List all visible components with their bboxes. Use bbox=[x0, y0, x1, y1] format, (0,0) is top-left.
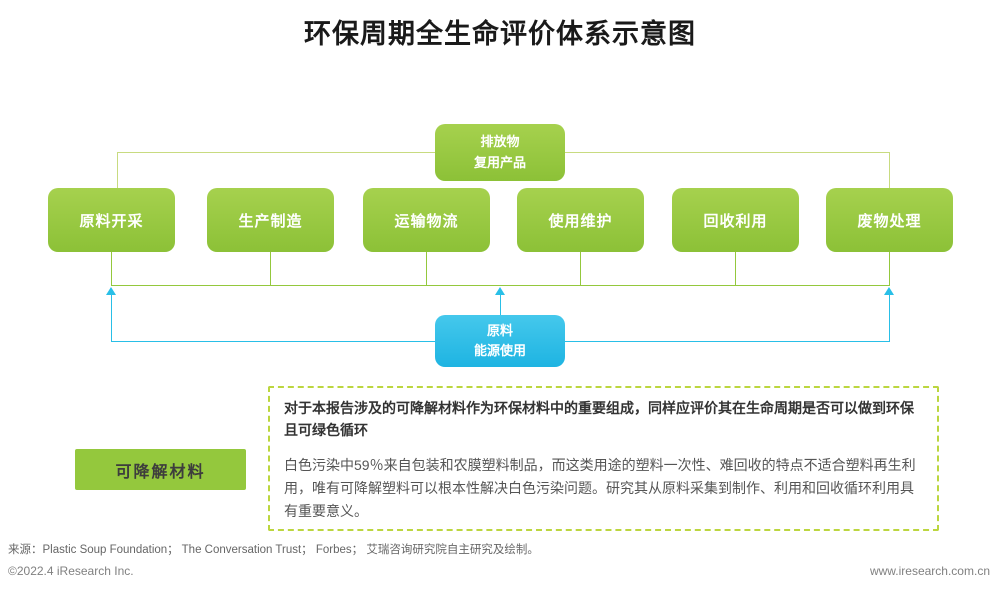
page-title: 环保周期全生命评价体系示意图 bbox=[304, 19, 696, 49]
stage-box-raw-material-extraction: 原料开采 bbox=[48, 188, 175, 252]
emissions-box-line2: 复用产品 bbox=[473, 154, 526, 170]
stage-box-use-maintenance: 使用维护 bbox=[517, 188, 644, 252]
up-arrow-icon bbox=[495, 287, 505, 295]
cyan-right-vertical bbox=[889, 295, 890, 341]
stage-box-transport-logistics: 运输物流 bbox=[363, 188, 490, 252]
copyright-text: ©2022.4 iResearch Inc. bbox=[8, 564, 134, 578]
callout-bold-paragraph: 对于本报告涉及的可降解材料作为环保材料中的重要组成，同样应评价其在生命周期是否可… bbox=[284, 400, 914, 439]
stage3-down-connector bbox=[426, 252, 427, 285]
top-bracket-left-vertical bbox=[117, 152, 118, 188]
stage1-down-connector bbox=[111, 252, 112, 285]
stage-label: 废物处理 bbox=[857, 212, 922, 230]
stage2-down-connector bbox=[270, 252, 271, 285]
raw-material-energy-line1: 原料 bbox=[486, 322, 513, 338]
stage-box-waste-disposal: 废物处理 bbox=[826, 188, 953, 252]
cyan-left-vertical bbox=[111, 295, 112, 341]
stage4-down-connector bbox=[580, 252, 581, 285]
up-arrow-icon bbox=[106, 287, 116, 295]
top-bracket-right-horizontal bbox=[565, 152, 890, 153]
raw-material-energy-box: 原料 能源使用 bbox=[435, 315, 565, 367]
stage-box-recycling: 回收利用 bbox=[672, 188, 799, 252]
emissions-box: 排放物 复用产品 bbox=[435, 124, 565, 181]
stage-label: 回收利用 bbox=[703, 212, 768, 230]
top-bracket-right-vertical bbox=[889, 152, 890, 188]
source-note: 来源：Plastic Soup Foundation； The Conversa… bbox=[8, 544, 539, 556]
stage-label: 原料开采 bbox=[79, 212, 144, 230]
stage-label: 生产制造 bbox=[238, 212, 303, 230]
degradable-material-callout: 对于本报告涉及的可降解材料作为环保材料中的重要组成，同样应评价其在生命周期是否可… bbox=[268, 386, 939, 531]
cyan-left-horizontal bbox=[111, 341, 435, 342]
cyan-center-vertical bbox=[500, 295, 501, 315]
emissions-box-line1: 排放物 bbox=[480, 134, 520, 150]
stage5-down-connector bbox=[735, 252, 736, 285]
stage-box-manufacturing: 生产制造 bbox=[207, 188, 334, 252]
degradable-material-label: 可降解材料 bbox=[75, 449, 246, 490]
stage-label: 运输物流 bbox=[394, 212, 459, 230]
callout-paragraph: 白色污染中59％来自包装和农膜塑料制品，而这类用途的塑料一次性、难回收的特点不适… bbox=[284, 456, 916, 519]
cyan-right-horizontal bbox=[565, 341, 890, 342]
stage6-down-connector bbox=[889, 252, 890, 285]
up-arrow-icon bbox=[884, 287, 894, 295]
stage-label: 使用维护 bbox=[548, 212, 613, 230]
raw-material-energy-line2: 能源使用 bbox=[473, 343, 526, 358]
green-horizontal-bus bbox=[111, 285, 890, 286]
website-url: www.iresearch.com.cn bbox=[869, 564, 990, 578]
top-bracket-left-horizontal bbox=[117, 152, 435, 153]
